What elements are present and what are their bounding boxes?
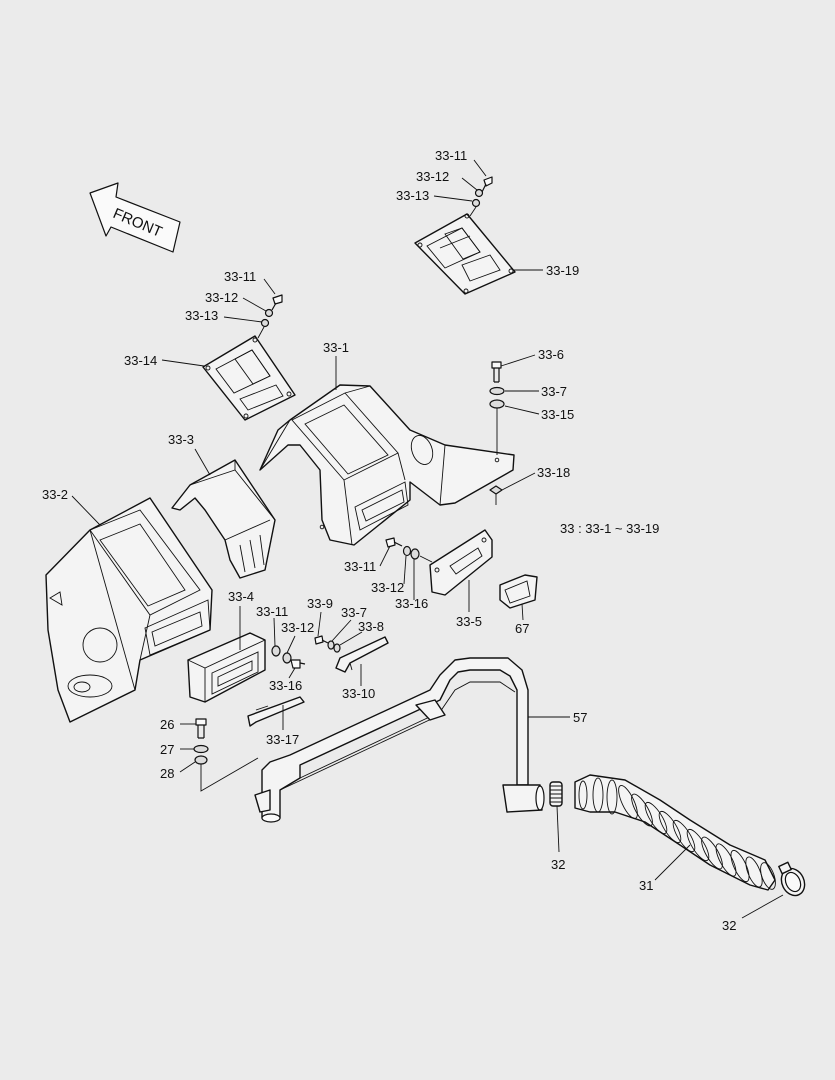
callout-labels: 33-11 33-12 33-13 33-19 33-11 33-12 33-1…	[42, 148, 736, 933]
callout-33-6: 33-6	[538, 347, 564, 362]
console-housing-33-1	[259, 384, 515, 546]
callout-33-11: 33-11	[435, 148, 467, 163]
washer-33-7-bracket	[327, 640, 335, 650]
washer-27	[193, 744, 209, 754]
callout-33-1: 33-1	[323, 340, 349, 355]
nut-28	[194, 755, 208, 765]
callout-33-11: 33-11	[224, 269, 256, 284]
screw-33-11-left	[271, 294, 283, 311]
callout-33-15: 33-15	[541, 407, 574, 422]
washer-33-12-left	[264, 308, 274, 318]
callout-31: 31	[639, 878, 653, 893]
screw-33-9	[314, 635, 329, 645]
callout-33-16: 33-16	[269, 678, 302, 693]
callout-57: 57	[573, 710, 587, 725]
callout-27: 27	[160, 742, 174, 757]
callout-33-12: 33-12	[416, 169, 449, 184]
duct-box-33-4	[187, 632, 266, 703]
callout-33-7: 33-7	[541, 384, 567, 399]
callout-33-13: 33-13	[185, 308, 218, 323]
callout-67: 67	[515, 621, 529, 636]
hose-clamp-32-left	[549, 781, 563, 807]
washer-33-12-top	[474, 188, 484, 198]
side-housing-33-2	[45, 497, 213, 723]
center-cover-33-3	[171, 459, 276, 579]
washer-33-7	[489, 386, 505, 396]
cover-plate-33-14	[202, 335, 296, 421]
callout-33-2: 33-2	[42, 487, 68, 502]
callout-28: 28	[160, 766, 174, 781]
callout-26: 26	[160, 717, 174, 732]
washer-33-11-box	[271, 645, 281, 657]
duct-pipe-57	[254, 657, 545, 823]
callout-33-3: 33-3	[168, 432, 194, 447]
callout-33-9: 33-9	[307, 596, 333, 611]
pad-33-18	[489, 485, 503, 495]
callout-33-7: 33-7	[341, 605, 367, 620]
callout-33-12: 33-12	[205, 290, 238, 305]
cover-plate-33-19	[414, 213, 516, 295]
strip-33-17	[247, 696, 305, 727]
callout-33-11: 33-11	[256, 604, 288, 619]
bolt-26	[195, 718, 207, 739]
washer-33-12-box	[282, 652, 292, 664]
callout-33-14: 33-14	[124, 353, 157, 368]
callout-33-17: 33-17	[266, 732, 299, 747]
washer-33-8-bracket	[333, 643, 341, 653]
plate-33-5	[429, 529, 493, 596]
screw-33-11-mid	[385, 537, 403, 548]
callout-33-12: 33-12	[371, 580, 404, 595]
washer-33-12-mid	[402, 545, 412, 557]
screw-33-11-top	[481, 176, 493, 193]
callout-33-18: 33-18	[537, 465, 570, 480]
flexible-hose-31	[574, 774, 776, 891]
callout-33-13: 33-13	[396, 188, 429, 203]
hose-clamp-32-right	[778, 861, 806, 897]
washer-33-13-left	[260, 318, 270, 328]
washer-33-13-top	[471, 198, 481, 208]
bolt-33-6	[491, 361, 502, 383]
seal-67	[499, 574, 538, 609]
screw-33-16-box	[290, 659, 306, 669]
washer-33-15	[489, 399, 505, 409]
callout-33-19: 33-19	[546, 263, 579, 278]
callout-33-16: 33-16	[395, 596, 428, 611]
callout-32: 32	[722, 918, 736, 933]
leader-lines	[71, 159, 784, 919]
bracket-33-10	[335, 636, 389, 673]
callout-33-5: 33-5	[456, 614, 482, 629]
callout-33-12: 33-12	[281, 620, 314, 635]
callout-33-8: 33-8	[358, 619, 384, 634]
callout-32: 32	[551, 857, 565, 872]
callout-33-11: 33-11	[344, 559, 376, 574]
legend-note: 33 : 33-1 ~ 33-19	[560, 521, 659, 536]
front-arrow-icon	[89, 182, 181, 253]
callout-33-4: 33-4	[228, 589, 254, 604]
callout-33-10: 33-10	[342, 686, 375, 701]
washer-33-16-mid	[410, 548, 420, 560]
